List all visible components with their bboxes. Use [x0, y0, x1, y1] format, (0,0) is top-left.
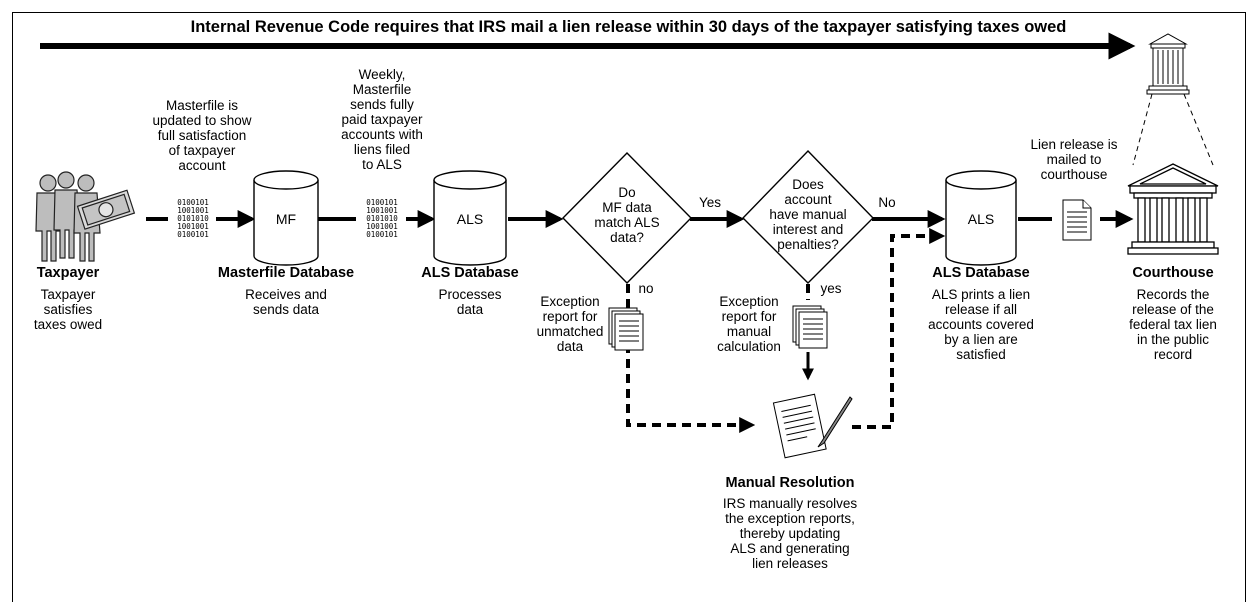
diagram-frame: [12, 12, 1246, 602]
taxpayer-desc: Taxpayer satisfies taxes owed: [33, 287, 103, 332]
exception-report-manual-icon: [792, 305, 828, 349]
masterfile-desc: Receives and sends data: [245, 287, 327, 317]
masterfile-database-icon: [253, 170, 319, 266]
decision-mf-match-text: Do MF data match ALS data?: [594, 185, 660, 245]
zoom-line-right: [1183, 93, 1214, 166]
lien-release-document-icon: [1062, 199, 1092, 241]
als-database-2-desc: ALS prints a lien release if all account…: [928, 287, 1034, 362]
als-database-title: ALS Database: [421, 265, 519, 281]
decision-mf-match-no-label: no: [638, 281, 654, 296]
taxpayer-title: Taxpayer: [36, 265, 100, 281]
annotation-masterfile-update: Masterfile is updated to show full satis…: [152, 98, 252, 173]
als-database-2-icon: [945, 170, 1017, 266]
masterfile-title: Masterfile Database: [217, 265, 355, 281]
als2-icon-label: ALS: [967, 211, 995, 227]
small-courthouse-icon: [1146, 33, 1190, 95]
manual-resolution-desc: IRS manually resolves the exception repo…: [722, 496, 858, 571]
decision-mf-match-yes-label: Yes: [698, 195, 722, 210]
exception-report-unmatched-icon: [608, 307, 644, 351]
annotation-exception-unmatched: Exception report for unmatched data: [536, 294, 604, 354]
courthouse-title: Courthouse: [1132, 265, 1214, 281]
binary-data-1: 0100101 1001001 0101010 1001001 0100101: [177, 198, 209, 239]
banner-text: Internal Revenue Code requires that IRS …: [190, 18, 1067, 36]
annotation-weekly-send: Weekly, Masterfile sends fully paid taxp…: [341, 67, 423, 172]
decision-manual-interest-text: Does account have manual interest and pe…: [769, 177, 847, 252]
als-icon-label: ALS: [456, 211, 484, 227]
binary-data-2: 0100101 1001001 0101010 1001001 0100101: [366, 198, 398, 239]
dashed-flow-to-als2: [852, 228, 946, 429]
als-database-2-title: ALS Database: [932, 265, 1030, 281]
mf-icon-label: MF: [275, 211, 297, 227]
decision-manual-interest-yes-label: yes: [820, 281, 842, 296]
annotation-lien-mailed: Lien release is mailed to courthouse: [1030, 137, 1118, 182]
als-database-desc: Processes data: [438, 287, 502, 317]
decision-mf-match-diamond: [562, 152, 692, 284]
decision-manual-interest-no-label: No: [878, 195, 896, 210]
als-database-icon: [433, 170, 507, 266]
manual-resolution-document-icon: [772, 393, 853, 459]
annotation-exception-manual: Exception report for manual calculation: [717, 294, 781, 354]
courthouse-icon: [1127, 163, 1219, 255]
courthouse-desc: Records the release of the federal tax l…: [1129, 287, 1217, 362]
decision-manual-interest-diamond: [742, 149, 874, 284]
taxpayer-icon: [35, 171, 136, 262]
zoom-line-left: [1132, 93, 1153, 166]
manual-resolution-title: Manual Resolution: [725, 475, 855, 491]
